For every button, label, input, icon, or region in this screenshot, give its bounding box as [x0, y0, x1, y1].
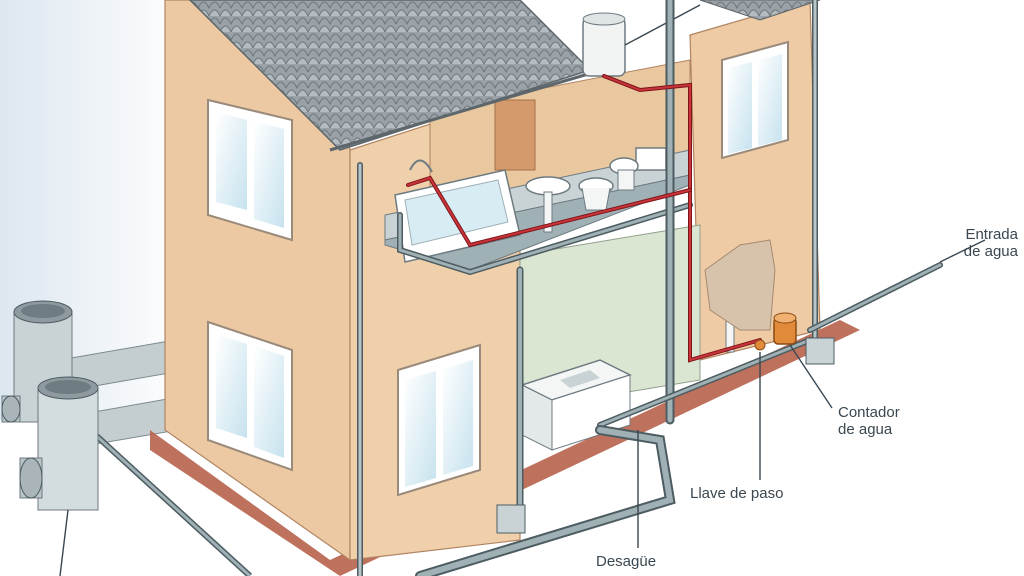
interior-door — [494, 99, 536, 171]
window-lower-left — [207, 320, 293, 472]
label-shutoff-valve: Llave de paso — [690, 485, 784, 502]
label-water-meter-line2: de agua — [838, 421, 893, 438]
bidet — [578, 177, 614, 211]
manhole-chambers — [1, 300, 99, 576]
toilet — [609, 147, 667, 191]
hot-water-pipes — [406, 74, 762, 363]
drain-box-left — [496, 504, 526, 534]
washbasin-upper — [525, 176, 571, 233]
label-water-inlet: Entrada de agua — [930, 226, 1018, 260]
label-water-meter-line1: Contador — [838, 404, 900, 421]
label-water-inlet-line2: de agua — [963, 243, 1018, 260]
wall-cutaway — [704, 239, 776, 331]
window-right — [721, 40, 789, 160]
water-heater — [582, 4, 701, 77]
label-water-meter: Contador de agua — [838, 404, 900, 438]
label-water-inlet-line1: Entrada — [965, 226, 1018, 243]
roof-right — [699, 0, 821, 21]
window-upper-left — [207, 98, 293, 242]
leader-lines — [637, 239, 986, 548]
kitchen-sink — [520, 359, 632, 451]
supply-pipes — [357, 0, 943, 576]
window-front — [397, 343, 481, 497]
shutoff-valve — [754, 339, 766, 351]
water-meter — [773, 312, 797, 345]
label-drain: Desagüe — [596, 553, 657, 570]
drain-box-right — [805, 337, 835, 365]
